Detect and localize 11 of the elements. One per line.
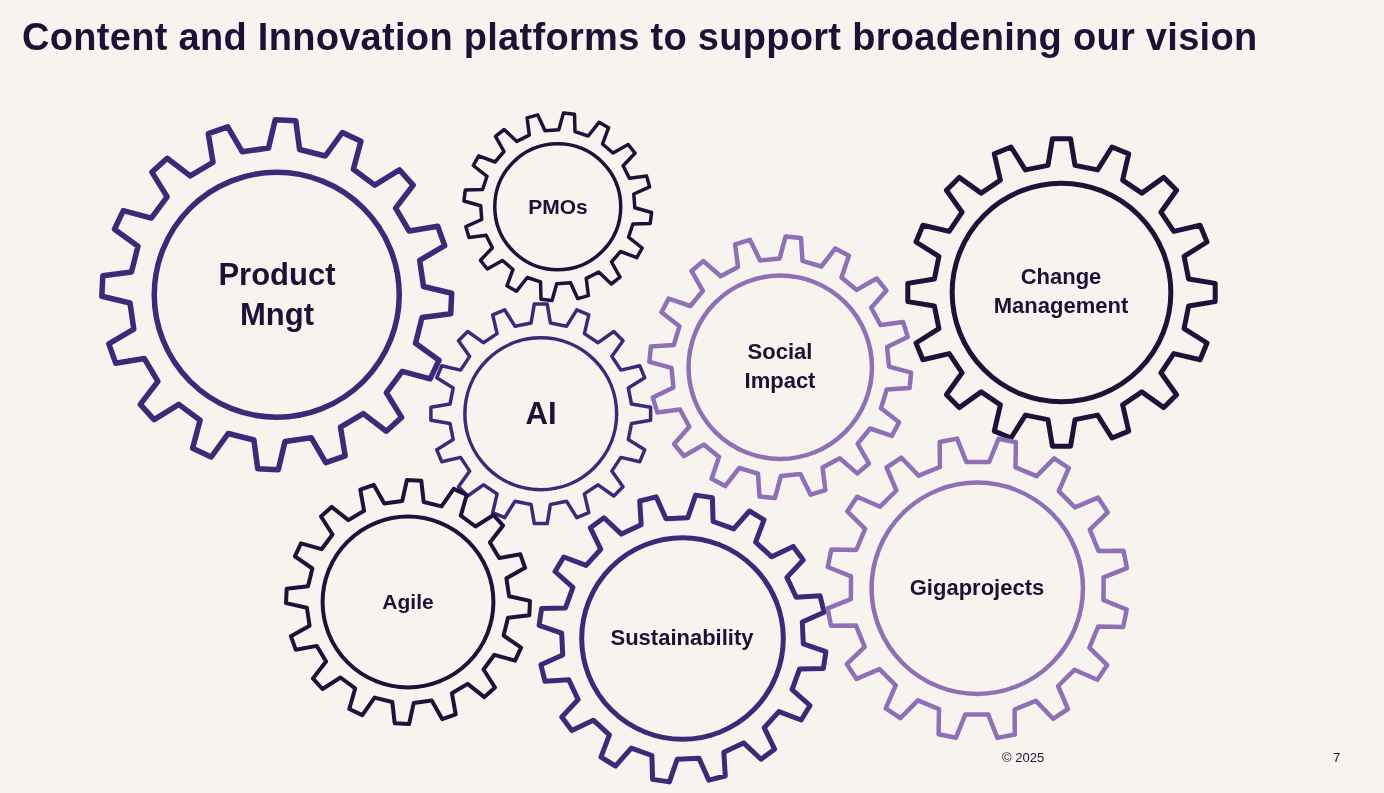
gear-label: Change Management (992, 263, 1130, 320)
gear-label: PMOs (528, 194, 588, 221)
gear-label: Product Mngt (217, 255, 337, 334)
gear-label: Gigaprojects (909, 573, 1045, 602)
gear-label: Social Impact (743, 338, 817, 395)
page-number: 7 (1333, 750, 1341, 765)
gear-label: AI (525, 394, 557, 433)
copyright-notice: © 2025 (1002, 750, 1045, 765)
gear-label: Sustainability (610, 623, 754, 652)
gear-label: Agile (382, 589, 434, 616)
slide-title: Content and Innovation platforms to support broadening our vision (22, 16, 1258, 59)
